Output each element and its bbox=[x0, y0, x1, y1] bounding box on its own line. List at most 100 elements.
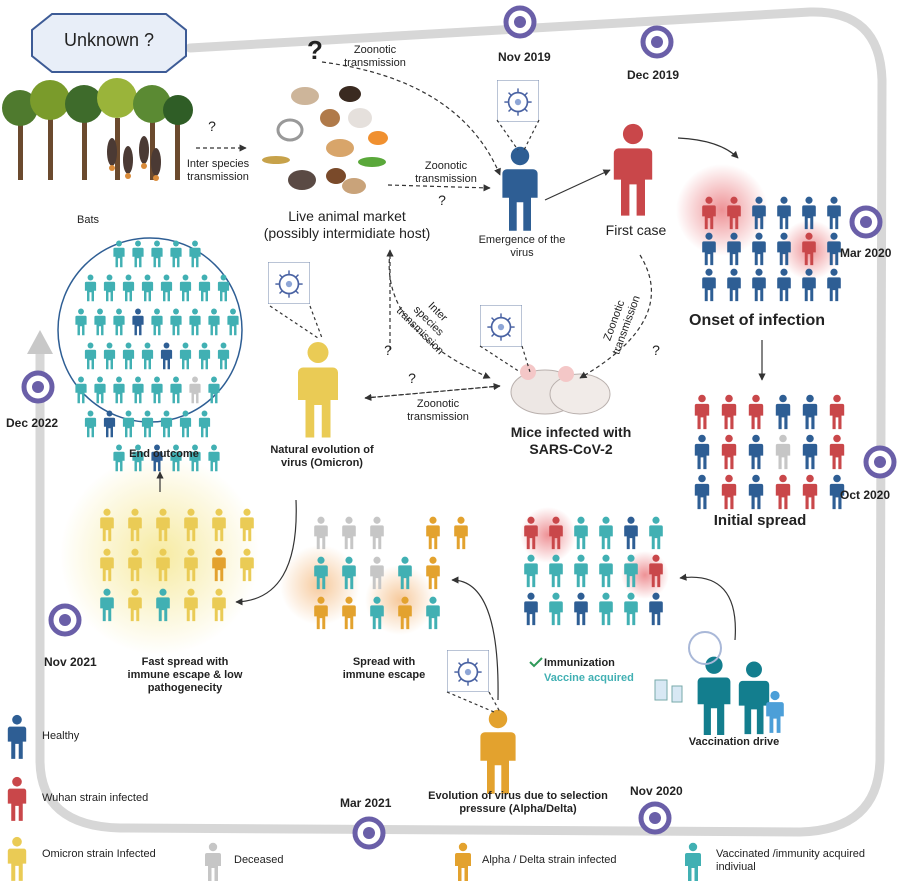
vaccine-acquired-label: Vaccine acquired bbox=[544, 672, 634, 684]
virus-icon-natural bbox=[268, 262, 310, 304]
person-icon bbox=[721, 474, 737, 510]
live-market-label: Live animal market (possibly intermidiat… bbox=[263, 208, 431, 241]
inter-species-label-1: Inter species transmission bbox=[186, 158, 250, 183]
person-icon bbox=[721, 394, 737, 430]
vaccination-family-illustration bbox=[654, 631, 784, 735]
person-icon bbox=[829, 394, 845, 430]
legend-deceased-icon bbox=[205, 842, 221, 881]
person-icon bbox=[574, 592, 588, 626]
person-icon bbox=[777, 268, 791, 302]
virus-icon-emergence bbox=[497, 80, 539, 122]
mice-label: Mice infected with SARS-CoV-2 bbox=[510, 424, 632, 457]
zoonotic-label-3: Zoonotic transmission bbox=[407, 398, 469, 423]
end-outcome-circle bbox=[57, 237, 243, 423]
person-icon bbox=[599, 592, 613, 626]
timeline-arrowhead bbox=[27, 330, 53, 354]
zoonotic-label-2: Zoonotic transmission bbox=[415, 160, 477, 185]
emergence-label: Emergence of the virus bbox=[478, 234, 566, 259]
person-icon bbox=[198, 410, 211, 438]
person-icon bbox=[721, 434, 737, 470]
person-icon bbox=[624, 516, 638, 550]
person-icon bbox=[829, 434, 845, 470]
person-icon bbox=[775, 394, 791, 430]
timeline-loop bbox=[35, 7, 887, 837]
legend-alpha-label: Alpha / Delta strain infected bbox=[482, 854, 617, 866]
natural-evolution-label: Natural evolution of virus (Omicron) bbox=[270, 444, 374, 469]
person-icon bbox=[802, 434, 818, 470]
legend-omicron-label: Omicron strain Infected bbox=[42, 848, 156, 860]
date-nov2019: Nov 2019 bbox=[498, 50, 551, 64]
unknown-octagon bbox=[31, 13, 187, 73]
initial-spread-crowd bbox=[694, 394, 845, 510]
initial-spread-label: Initial spread bbox=[713, 512, 807, 529]
person-icon bbox=[702, 268, 716, 302]
person-icon bbox=[649, 516, 663, 550]
question-mark-4: ? bbox=[408, 370, 416, 386]
legend-deceased-label: Deceased bbox=[234, 854, 284, 866]
person-icon bbox=[574, 554, 588, 588]
arrows bbox=[156, 61, 766, 713]
person-icon bbox=[599, 554, 613, 588]
question-mark-1: ? bbox=[208, 118, 216, 134]
person-icon bbox=[802, 474, 818, 510]
natural-evolution-person-icon bbox=[298, 342, 338, 438]
person-icon bbox=[748, 434, 764, 470]
date-nov2021: Nov 2021 bbox=[44, 655, 97, 669]
person-icon bbox=[370, 516, 384, 550]
legend-vaccinated-label: Vaccinated /immunity acquired indiviual bbox=[716, 848, 865, 873]
person-icon bbox=[694, 474, 710, 510]
emergence-person-icon bbox=[502, 146, 538, 231]
evolution-selection-label: Evolution of virus due to selection pres… bbox=[428, 790, 608, 815]
fast-spread-label: Fast spread with immune escape & low pat… bbox=[127, 656, 243, 694]
person-icon bbox=[84, 410, 97, 438]
date-nov2020: Nov 2020 bbox=[630, 784, 683, 798]
person-icon bbox=[314, 516, 328, 550]
end-outcome-label: End outcome bbox=[129, 448, 199, 460]
first-case-label: First case bbox=[605, 222, 667, 238]
person-icon bbox=[454, 516, 468, 550]
date-dec2019: Dec 2019 bbox=[627, 68, 680, 82]
legend-omicron-icon bbox=[7, 836, 27, 881]
legend-vaccinated-icon bbox=[685, 842, 701, 881]
virus-icon-selection bbox=[447, 650, 489, 692]
legend-healthy-icon bbox=[7, 714, 27, 759]
person-icon bbox=[574, 516, 588, 550]
person-icon bbox=[802, 394, 818, 430]
person-icon bbox=[777, 196, 791, 230]
person-icon bbox=[694, 434, 710, 470]
person-icon bbox=[827, 268, 841, 302]
vaccination-drive-label: Vaccination drive bbox=[688, 736, 780, 748]
question-mark-5: ? bbox=[652, 342, 660, 358]
person-icon bbox=[748, 394, 764, 430]
virus-icon-mice bbox=[480, 305, 522, 347]
check-icon bbox=[529, 657, 543, 668]
person-icon bbox=[775, 474, 791, 510]
person-icon bbox=[727, 268, 741, 302]
person-icon bbox=[342, 516, 356, 550]
person-icon bbox=[827, 196, 841, 230]
legend-wuhan-icon bbox=[7, 776, 27, 821]
live-animal-market-illustration bbox=[262, 86, 388, 194]
person-icon bbox=[748, 474, 764, 510]
bats-label: Bats bbox=[76, 214, 99, 226]
person-icon bbox=[752, 268, 766, 302]
big-question-mark: ? bbox=[307, 35, 323, 65]
zoonotic-label-1: Zoonotic transmission bbox=[344, 44, 406, 69]
unknown-label: Unknown ? bbox=[63, 30, 155, 50]
bats-forest-illustration bbox=[2, 78, 193, 181]
legend-alpha-icon bbox=[455, 842, 471, 881]
person-icon bbox=[524, 592, 538, 626]
question-mark-2: ? bbox=[438, 192, 446, 208]
date-mar2020: Mar 2020 bbox=[840, 246, 892, 260]
date-dec2022: Dec 2022 bbox=[6, 416, 59, 430]
person-icon bbox=[624, 592, 638, 626]
mice-illustration bbox=[510, 364, 611, 415]
person-icon bbox=[694, 394, 710, 430]
onset-label: Onset of infection bbox=[689, 312, 825, 329]
date-oct2020: Oct 2020 bbox=[840, 488, 891, 502]
legend-wuhan-label: Wuhan strain infected bbox=[42, 792, 149, 804]
date-mar2021: Mar 2021 bbox=[340, 796, 392, 810]
alpha-delta-person-icon bbox=[480, 709, 516, 794]
person-icon bbox=[599, 516, 613, 550]
